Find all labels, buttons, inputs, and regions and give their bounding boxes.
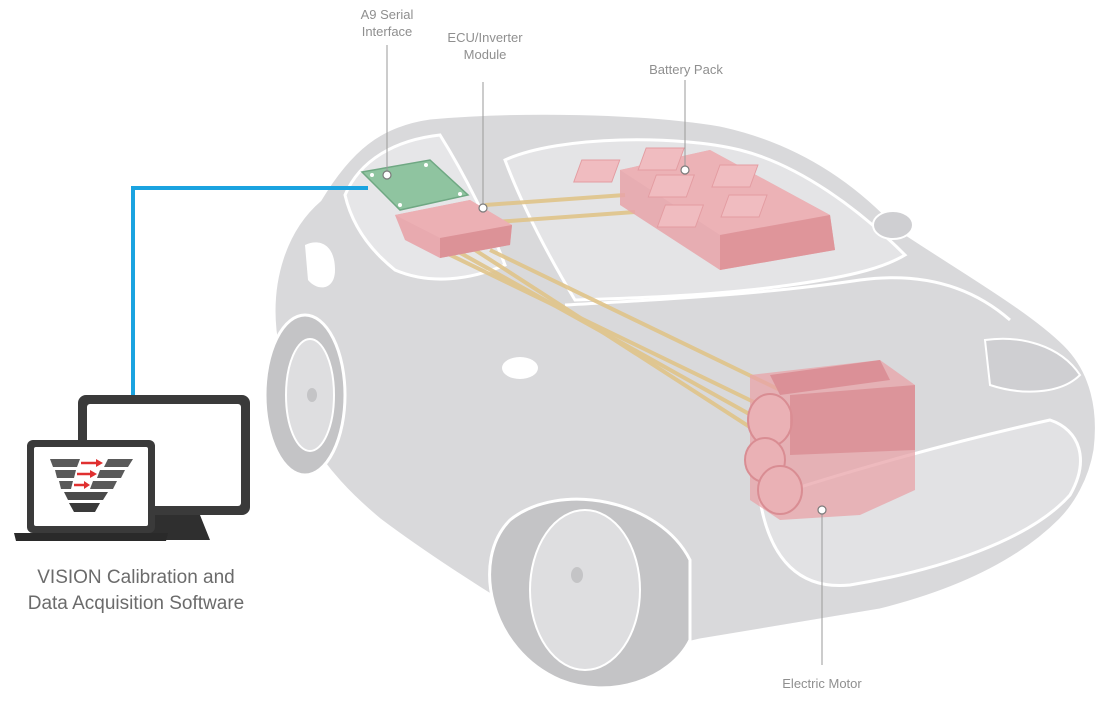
ecu-inverter-label-line2: Module: [463, 47, 507, 62]
a9-serial-interface-label: A9 Serial Interface: [352, 6, 422, 40]
laptop-icon: [14, 440, 168, 541]
electric-motor-label-text: Electric Motor: [782, 676, 862, 691]
wiring-harness: [439, 193, 781, 442]
electric-motor-label: Electric Motor: [772, 675, 872, 692]
headlight: [983, 337, 1082, 393]
software-caption-line2: Data Acquisition Software: [27, 593, 245, 614]
a9-serial-label-line1: A9 Serial: [360, 7, 414, 22]
ecu-inverter-label-line1: ECU/Inverter: [447, 30, 523, 45]
leader-dots: [382, 165, 827, 515]
software-caption-line1: VISION Calibration and: [37, 567, 235, 588]
electric-motor: [744, 360, 915, 520]
rear-wheel: [263, 313, 347, 477]
data-cable: [131, 186, 368, 395]
door-handle: [502, 357, 538, 379]
battery-pack: [573, 147, 835, 270]
side-mirror: [872, 210, 914, 240]
battery-pack-label: Battery Pack: [636, 61, 736, 78]
leader-lines: [386, 45, 823, 665]
a9-serial-label-line2: Interface: [361, 24, 413, 39]
software-caption: VISION Calibration and Data Acquisition …: [0, 565, 272, 617]
rear-light: [305, 242, 335, 288]
ecu-inverter-module-label: ECU/Inverter Module: [440, 29, 530, 63]
battery-pack-label-text: Battery Pack: [649, 62, 723, 77]
front-wheel: [488, 497, 692, 690]
front-bumper: [758, 418, 1082, 588]
vision-logo-icon: [50, 459, 133, 512]
hood-line: [564, 276, 1011, 322]
